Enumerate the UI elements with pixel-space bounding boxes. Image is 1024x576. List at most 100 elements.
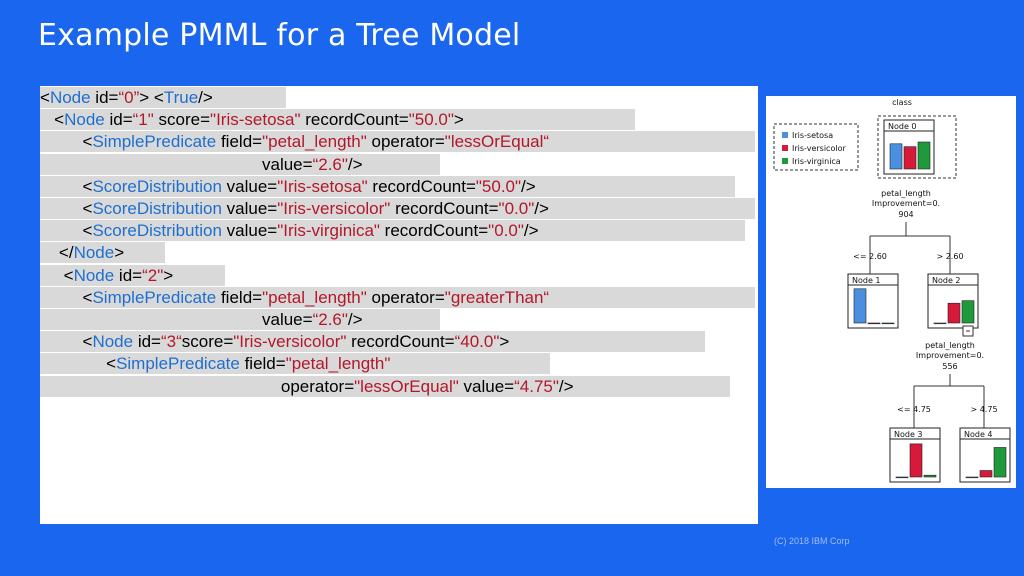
code-line: <Node id=“1" score="Iris-setosa" recordC… — [40, 109, 635, 131]
code-attr-value: "50.0" — [475, 176, 522, 196]
code-punct: value= — [221, 221, 278, 241]
code-punct: id= — [90, 88, 119, 107]
code-line: <SimplePredicate field="petal_length" op… — [40, 131, 755, 153]
pmml-code-panel: <Node id=“0”> <True/> <Node id=“1" score… — [40, 86, 758, 524]
slide-title: Example PMML for a Tree Model — [38, 18, 521, 53]
tree-svg: class Iris-setosa Iris-versicolor Iris-v… — [773, 98, 1011, 483]
code-punct: recordCount= — [300, 110, 409, 130]
code-punct: value= — [221, 176, 278, 196]
code-attr-value: "Iris-setosa" — [210, 110, 301, 130]
split1-right-condition: > 4.75 — [970, 405, 997, 414]
legend-swatch-virginica — [782, 158, 788, 164]
code-punct: /> — [347, 154, 363, 174]
split1-field: petal_length — [925, 341, 975, 350]
code-tag-name: Node — [49, 88, 91, 107]
code-punct: value= — [458, 376, 515, 396]
tree-node-bar — [889, 143, 903, 170]
tree-node-label: Node 0 — [888, 122, 917, 131]
code-attr-value: "0.0" — [488, 221, 524, 241]
code-punct: < — [63, 265, 74, 285]
code-attr-value: "greaterThan“ — [444, 287, 550, 307]
tree-node-bar — [867, 322, 881, 325]
legend-swatch-versicolor — [782, 145, 788, 151]
code-punct: operator= — [280, 376, 355, 396]
code-attr-value: “40.0" — [454, 332, 500, 352]
code-punct: < — [82, 287, 93, 307]
code-attr-value: "Iris-versicolor" — [233, 332, 347, 352]
split1-left-condition: <= 4.75 — [897, 405, 931, 414]
split0-improvement: Improvement=0. — [872, 199, 940, 208]
code-attr-value: "0.0" — [498, 199, 535, 218]
code-tag-name: SimplePredicate — [92, 132, 217, 152]
code-punct: /> — [558, 376, 574, 396]
code-attr-value: "petal_length" — [262, 287, 367, 307]
code-punct: value= — [262, 154, 313, 174]
tree-node-bar — [961, 300, 975, 324]
code-punct: value= — [221, 199, 278, 218]
code-tag-name: SimplePredicate — [92, 287, 217, 307]
code-indent — [40, 110, 54, 129]
code-tag-name: Node — [73, 243, 115, 263]
code-punct: < — [106, 354, 117, 374]
code-attr-value: “2.6" — [312, 154, 348, 174]
code-indent — [40, 288, 83, 307]
tree-node-label: Node 1 — [852, 276, 881, 285]
code-tag-name: ScoreDistribution — [92, 199, 222, 218]
code-punct: operator= — [366, 132, 445, 152]
code-punct: > — [453, 110, 464, 130]
split0-field: petal_length — [881, 189, 931, 198]
code-line: operator="lessOrEqual" value=“4.75"/> — [40, 375, 730, 397]
code-tag-name: Node — [92, 332, 134, 352]
code-line: <ScoreDistribution value="Iris-versicolo… — [40, 198, 755, 219]
tree-node-bar — [933, 322, 947, 325]
code-indent — [40, 266, 64, 285]
tree-node-bar — [947, 302, 961, 324]
code-attr-value: "Iris-versicolor" — [277, 199, 391, 218]
code-punct: value= — [262, 310, 313, 329]
code-punct: recordCount= — [346, 332, 455, 352]
code-punct: < — [54, 110, 65, 130]
tree-node-label: Node 3 — [894, 430, 923, 439]
code-line: <Node id=“3“score="Iris-versicolor" reco… — [40, 331, 705, 353]
code-punct: < — [40, 88, 50, 107]
code-punct: < — [82, 199, 93, 218]
code-punct: id= — [114, 265, 143, 285]
code-indent — [40, 155, 262, 174]
code-attr-value: “2.6" — [312, 310, 348, 329]
legend-label-setosa: Iris-setosa — [792, 131, 833, 140]
code-tag-name: Node — [73, 265, 115, 285]
tree-node-bar — [979, 470, 993, 478]
code-punct: /> — [534, 199, 549, 218]
legend-label-versicolor: Iris-versicolor — [792, 144, 846, 153]
copyright-footer: (C) 2018 IBM Corp — [774, 536, 850, 546]
code-punct: > — [163, 265, 174, 285]
code-punct: operator= — [366, 287, 445, 307]
code-punct: recordCount= — [367, 176, 476, 196]
code-line: <SimplePredicate field="petal_length" — [40, 353, 550, 375]
code-indent — [40, 221, 83, 240]
code-punct: </ — [58, 243, 74, 263]
code-line: <Node id=“0”> <True/> — [40, 87, 286, 108]
tree-root-label: class — [892, 98, 912, 107]
split0-right-condition: > 2.60 — [936, 252, 963, 261]
tree-node-bar — [895, 476, 909, 479]
code-punct: > — [114, 243, 125, 263]
code-punct: score= — [181, 332, 234, 352]
code-attr-value: "50.0" — [408, 110, 454, 130]
code-attr-value: “0” — [118, 88, 140, 107]
code-tag-name: ScoreDistribution — [92, 221, 222, 241]
code-attr-value: “2" — [142, 265, 164, 285]
code-indent — [40, 132, 83, 151]
code-tag-name: ScoreDistribution — [92, 176, 222, 196]
tree-node-bar — [881, 322, 895, 325]
code-punct: < — [82, 132, 93, 152]
code-attr-value: "lessOrEqual" — [354, 376, 459, 396]
code-line: <ScoreDistribution value="Iris-setosa" r… — [40, 175, 735, 197]
code-attr-value: "petal_length" — [285, 354, 391, 374]
code-attr-value: "Iris-setosa" — [277, 176, 368, 196]
code-indent — [40, 177, 83, 196]
decision-tree-diagram: class Iris-setosa Iris-versicolor Iris-v… — [766, 96, 1016, 488]
code-indent — [40, 199, 83, 218]
code-attr-value: "petal_length" — [262, 132, 367, 152]
code-punct: field= — [239, 354, 286, 374]
